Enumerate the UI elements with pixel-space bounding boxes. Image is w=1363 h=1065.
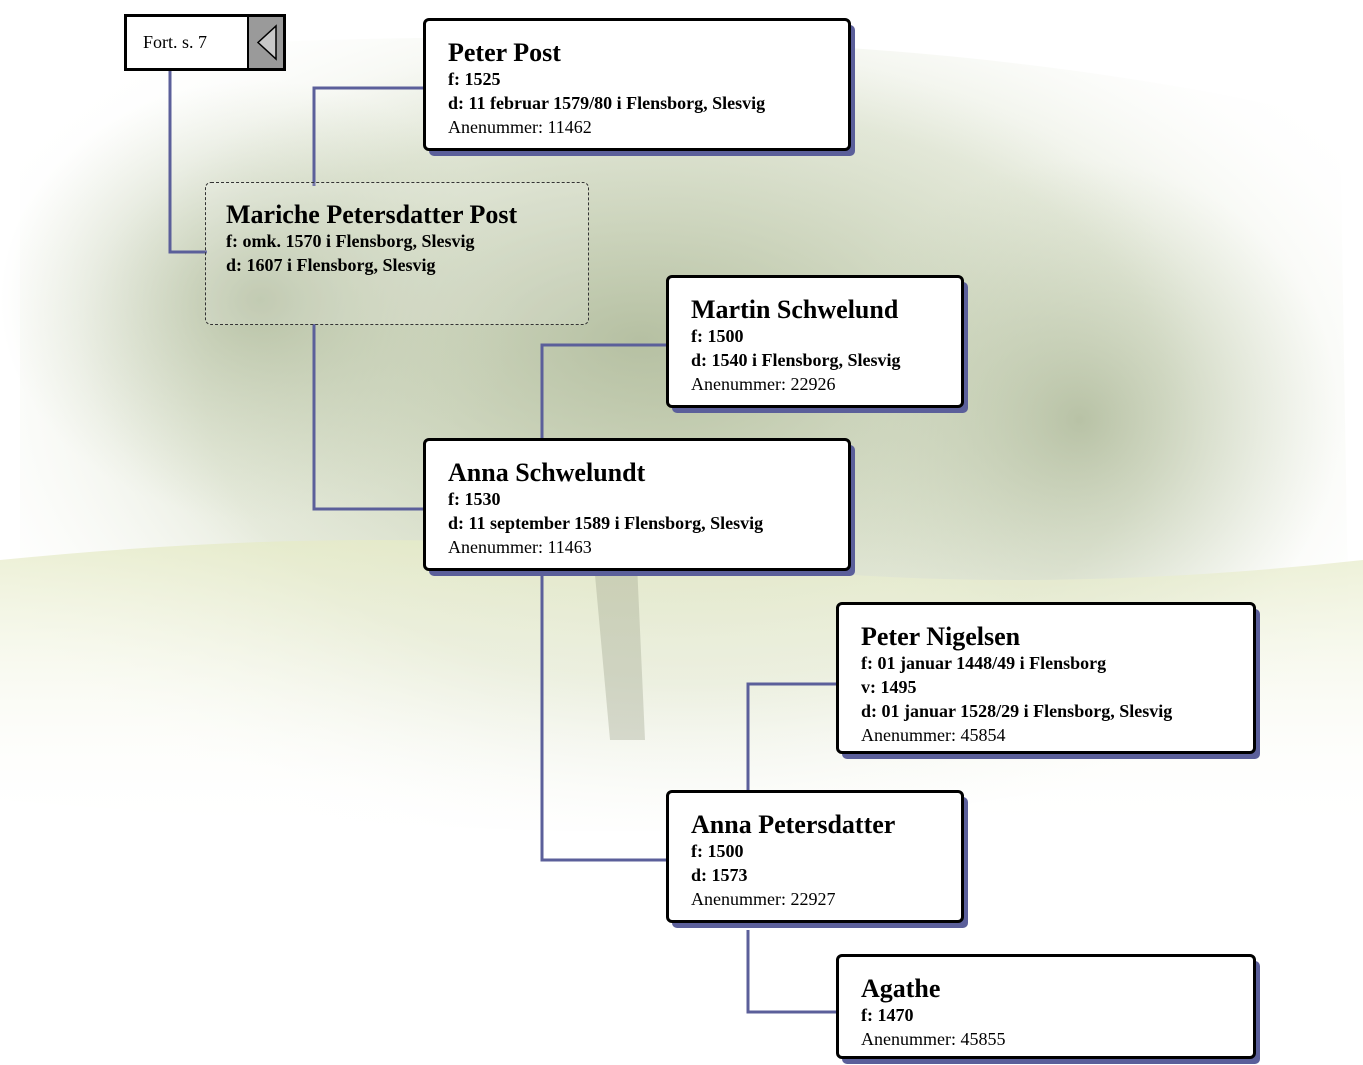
continuation-label: Fort. s. 7 — [143, 32, 208, 52]
connector-anna-petersdatter-to-agathe — [746, 930, 838, 1014]
person-fact: d: 1607 i Flensborg, Slesvig — [226, 255, 436, 275]
connector-anna-schwelundt-to-anna-petersdatter — [540, 575, 668, 862]
person-fact: f: 01 januar 1448/49 i Flensborg — [861, 653, 1107, 673]
connector-fort-to-mariche — [168, 70, 207, 254]
person-fact: f: 1500 — [691, 326, 744, 346]
person-card-peter-nigelsen[interactable]: Peter Nigelsen f: 01 januar 1448/49 i Fl… — [836, 602, 1256, 754]
connector-anna-petersdatter-to-peter-nigelsen — [746, 682, 838, 792]
connector-mariche-to-anna-schwelundt — [312, 324, 423, 511]
triangle-left-icon — [256, 24, 277, 61]
anenummer: Anenummer: 45855 — [861, 1029, 1006, 1049]
person-fact: f: omk. 1570 i Flensborg, Slesvig — [226, 231, 475, 251]
person-name: Anna Schwelundt — [448, 458, 646, 487]
person-card-anna-petersdatter[interactable]: Anna Petersdatter f: 1500 d: 1573 Anenum… — [666, 790, 964, 923]
person-name: Martin Schwelund — [691, 295, 899, 324]
anenummer: Anenummer: 11463 — [448, 537, 592, 557]
connector-mariche-to-peter-post — [312, 86, 423, 186]
person-card-anna-schwelundt[interactable]: Anna Schwelundt f: 1530 d: 11 september … — [423, 438, 851, 571]
anenummer: Anenummer: 22926 — [691, 374, 836, 394]
person-card-martin-schwelund[interactable]: Martin Schwelund f: 1500 d: 1540 i Flens… — [666, 275, 964, 408]
person-name: Peter Post — [448, 38, 561, 67]
person-fact: f: 1470 — [861, 1005, 914, 1025]
connector-anna-schwelundt-to-martin — [540, 343, 668, 440]
person-fact: v: 1495 — [861, 677, 917, 697]
person-fact: d: 01 januar 1528/29 i Flensborg, Slesvi… — [861, 701, 1173, 721]
person-card-agathe[interactable]: Agathe f: 1470 Anenummer: 45855 — [836, 954, 1256, 1059]
anenummer: Anenummer: 11462 — [448, 117, 592, 137]
anenummer: Anenummer: 22927 — [691, 889, 836, 909]
anenummer: Anenummer: 45854 — [861, 725, 1006, 745]
person-name: Agathe — [861, 974, 941, 1003]
back-arrow-button[interactable] — [247, 17, 283, 68]
person-name: Mariche Petersdatter Post — [226, 200, 518, 229]
person-fact: d: 1573 — [691, 865, 748, 885]
person-fact: d: 11 september 1589 i Flensborg, Slesvi… — [448, 513, 764, 533]
person-name: Peter Nigelsen — [861, 622, 1021, 651]
continuation-box[interactable]: Fort. s. 7 — [124, 14, 286, 71]
person-card-mariche-petersdatter-post[interactable]: Mariche Petersdatter Post f: omk. 1570 i… — [205, 182, 589, 325]
person-card-peter-post[interactable]: Peter Post f: 1525 d: 11 februar 1579/80… — [423, 18, 851, 151]
person-fact: f: 1500 — [691, 841, 744, 861]
person-name: Anna Petersdatter — [691, 810, 896, 839]
person-fact: f: 1530 — [448, 489, 501, 509]
person-fact: d: 1540 i Flensborg, Slesvig — [691, 350, 901, 370]
person-fact: f: 1525 — [448, 69, 501, 89]
person-fact: d: 11 februar 1579/80 i Flensborg, Slesv… — [448, 93, 766, 113]
